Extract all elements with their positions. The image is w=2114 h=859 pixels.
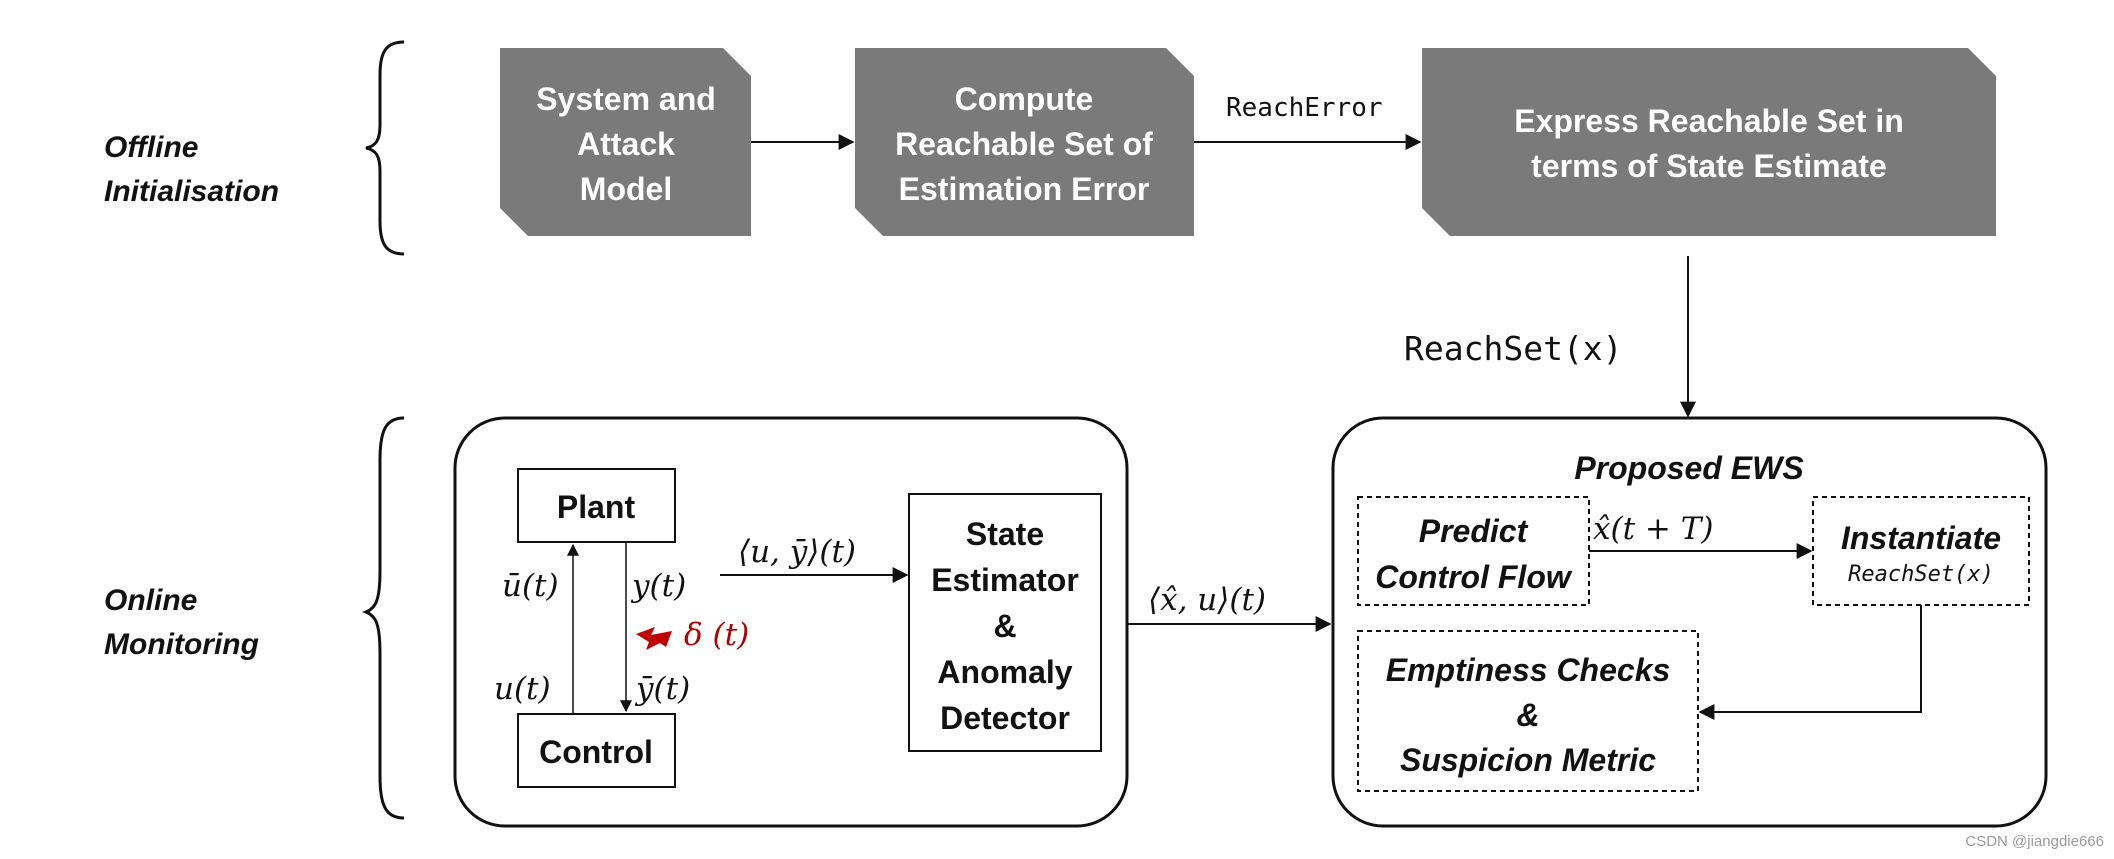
express-reach-line2: terms of State Estimate <box>1531 148 1887 184</box>
control-loop-container <box>453 416 1129 828</box>
state-estimator-box: State Estimator & Anomaly Detector <box>908 493 1102 752</box>
watermark: CSDN @jiangdie666 <box>1965 833 2104 850</box>
instantiate-sub: ReachSet(x) <box>1848 562 1994 587</box>
system-attack-model-box: System and Attack Model <box>500 48 751 236</box>
online-label-line1: Online <box>104 584 197 617</box>
offline-label-line1: Offline <box>104 131 198 164</box>
instantiate-box: Instantiate ReachSet(x) <box>1812 496 2030 606</box>
compute-reachable-set-box: Compute Reachable Set of Estimation Erro… <box>855 48 1194 236</box>
estimator-line1: State <box>966 516 1044 552</box>
system-model-line2: Attack <box>577 126 675 162</box>
express-reachable-set-box: Express Reachable Set in terms of State … <box>1422 48 1996 236</box>
attack-bolt-icon <box>636 627 672 650</box>
compute-reach-line2: Reachable Set of <box>895 126 1153 162</box>
y-label: y(t) <box>630 568 686 604</box>
predict-line2: Control Flow <box>1375 559 1573 595</box>
plant-label: Plant <box>557 489 636 525</box>
control-label: Control <box>539 734 653 770</box>
online-section-brace <box>361 416 405 820</box>
offline-section-brace <box>365 40 405 256</box>
delta-label: δ (t) <box>684 617 749 653</box>
estimator-line4: Anomaly <box>937 654 1072 690</box>
system-model-line1: System and <box>536 81 716 117</box>
express-reach-line1: Express Reachable Set in <box>1514 103 1904 139</box>
y-bar-label: ȳ(t) <box>634 671 690 707</box>
emptiness-checks-box: Emptiness Checks & Suspicion Metric <box>1357 630 1699 792</box>
arrow-instantiate-to-emptiness <box>1698 605 1922 720</box>
predict-line1: Predict <box>1419 513 1529 549</box>
emptiness-line3: Suspicion Metric <box>1400 742 1656 778</box>
reach-set-x-label: ReachSet(x) <box>1404 329 1623 368</box>
ews-container <box>1331 416 2048 828</box>
estimator-line3: & <box>993 608 1016 644</box>
compute-reach-line3: Estimation Error <box>899 171 1150 207</box>
predict-control-flow-box: Predict Control Flow <box>1357 496 1590 606</box>
offline-label-line2: Initialisation <box>104 175 279 208</box>
u-ybar-label: ⟨u, ȳ⟩(t) <box>738 534 856 570</box>
emptiness-line2: & <box>1516 697 1539 733</box>
estimator-line2: Estimator <box>931 562 1079 598</box>
control-box: Control <box>517 713 676 788</box>
u-bar-label: ū(t) <box>502 568 559 604</box>
plant-box: Plant <box>517 468 676 543</box>
xhat-t-plus-T-label: x̂(t + T) <box>1593 511 1714 547</box>
xhat-u-label: ⟨x̂, u⟩(t) <box>1148 582 1266 618</box>
emptiness-line1: Emptiness Checks <box>1386 652 1671 688</box>
online-label-line2: Monitoring <box>104 628 259 661</box>
instantiate-title: Instantiate <box>1841 520 2001 556</box>
reach-error-label: ReachError <box>1226 93 1383 123</box>
compute-reach-line1: Compute <box>955 81 1094 117</box>
ews-title: Proposed EWS <box>1574 450 1804 486</box>
system-model-line3: Model <box>580 171 672 207</box>
estimator-line5: Detector <box>940 700 1070 736</box>
u-label: u(t) <box>494 671 551 707</box>
